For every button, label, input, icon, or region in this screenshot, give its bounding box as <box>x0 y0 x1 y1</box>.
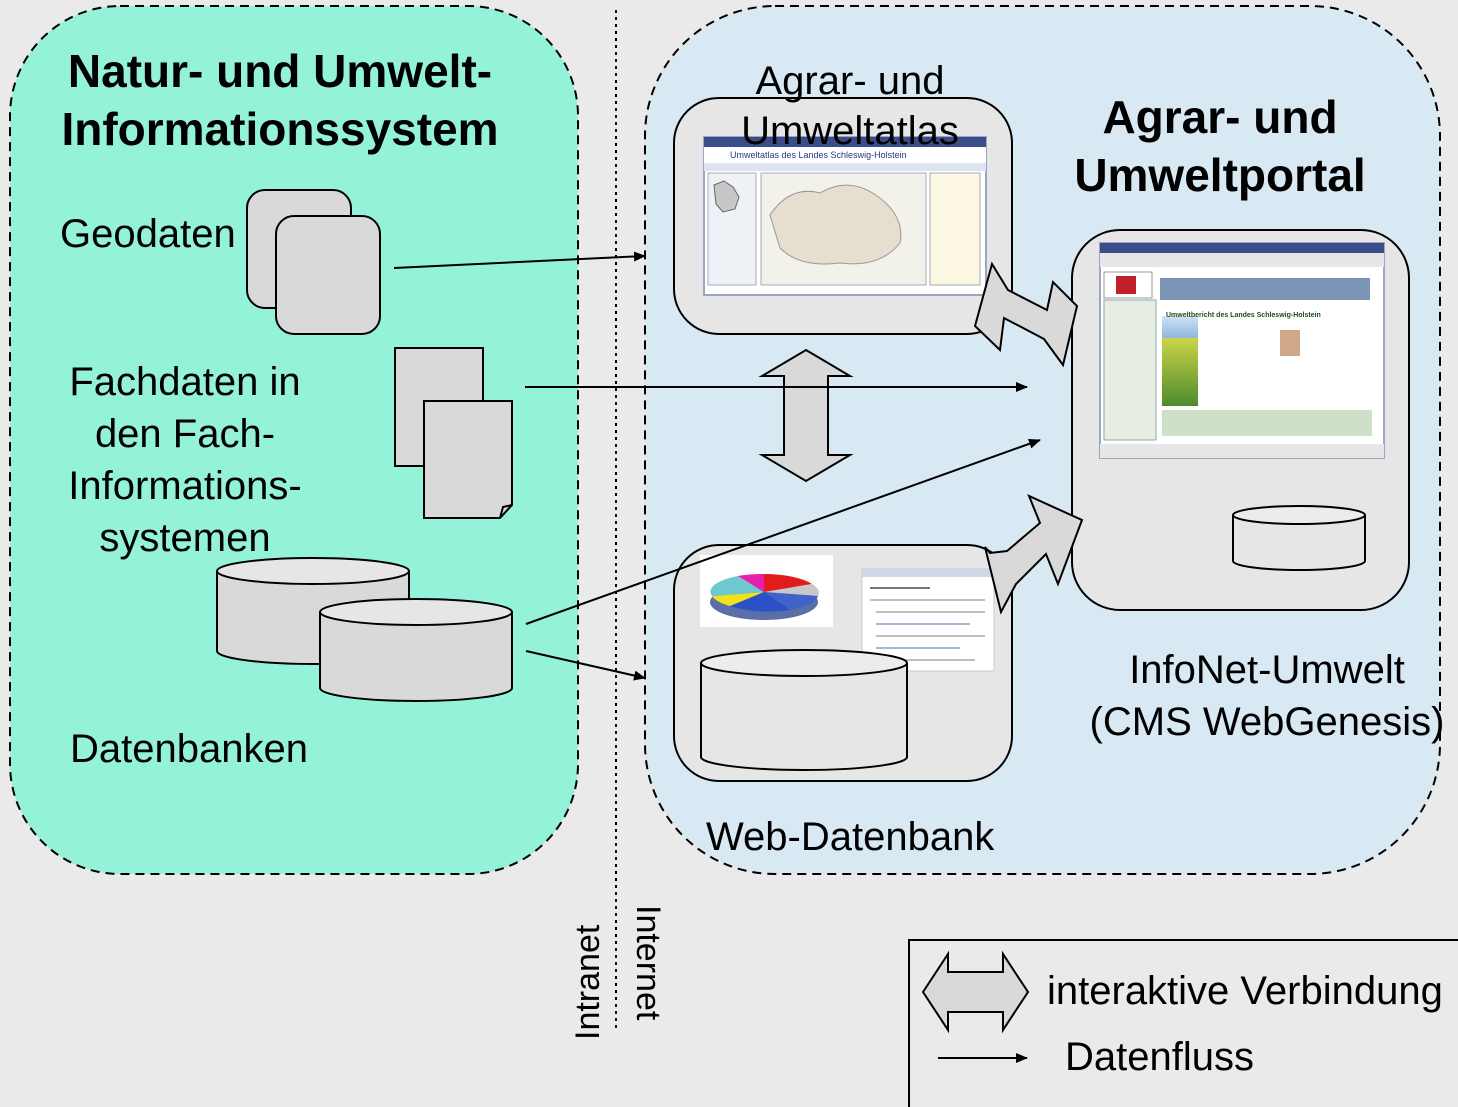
atlas-label-line1: Agrar- und <box>755 59 945 103</box>
datenbanken-to-portal-flow-arrow <box>525 438 1041 625</box>
atlas-portal-interactive-arrow <box>973 261 1079 368</box>
geodaten-icon <box>246 189 381 335</box>
fachdaten-line: Fachdaten in <box>69 360 301 404</box>
nuis-title-line1: Natur- und Umwelt- <box>67 45 493 97</box>
infonet-label-line2: (CMS WebGenesis) <box>1089 700 1445 744</box>
atlas-label-line2: Umweltatlas <box>741 109 959 153</box>
nuis-title: Natur- und Umwelt- Informationssystem <box>40 42 520 158</box>
atlas-screenshot <box>703 136 987 296</box>
document-icon <box>394 347 513 519</box>
database-icon <box>216 557 513 702</box>
geodaten-label: Geodaten <box>60 212 236 256</box>
legend-interactive-label: interaktive Verbindung <box>1047 969 1443 1013</box>
document-thumbnail <box>861 568 995 672</box>
portal-screenshot <box>1099 242 1385 459</box>
datenbanken-to-webdb-flow-arrow <box>525 650 646 681</box>
datenbanken-label: Datenbanken <box>70 727 308 771</box>
internet-label: Internet <box>629 905 667 1021</box>
legend-dataflow-label: Datenfluss <box>1065 1035 1254 1079</box>
database-icon <box>700 649 908 771</box>
fachdaten-line: den Fach- <box>94 412 276 456</box>
webdb-portal-interactive-arrow <box>984 494 1084 615</box>
fachdaten-line: Informations- <box>68 464 302 508</box>
infonet-label: InfoNet-Umwelt (CMS WebGenesis) <box>1062 644 1458 748</box>
pie-chart-image <box>700 555 833 627</box>
webdb-label: Web-Datenbank <box>706 815 995 859</box>
portal-title-line1: Agrar- und <box>1102 91 1338 143</box>
legend-box <box>908 939 1458 1107</box>
fachdaten-label: Fachdaten in den Fach- Informations- sys… <box>40 356 330 564</box>
portal-title-line2: Umweltportal <box>1074 149 1366 201</box>
legend-interactive-arrow <box>921 950 1030 1034</box>
fachdaten-line: systemen <box>99 516 271 560</box>
portal-screenshot-heading: Umweltbericht des Landes Schleswig-Holst… <box>1166 312 1321 319</box>
atlas-webdb-interactive-arrow <box>758 348 854 483</box>
geodaten-to-atlas-flow-arrow <box>393 251 646 269</box>
database-icon <box>1232 505 1366 571</box>
intranet-label: Intranet <box>569 924 607 1040</box>
nuis-title-line2: Informationssystem <box>61 103 499 155</box>
atlas-screenshot-title: Umweltatlas des Landes Schleswig-Holstei… <box>730 150 907 160</box>
atlas-label: Agrar- und Umweltatlas <box>710 56 990 156</box>
portal-title: Agrar- und Umweltportal <box>1060 88 1380 204</box>
infonet-label-line1: InfoNet-Umwelt <box>1129 648 1405 692</box>
